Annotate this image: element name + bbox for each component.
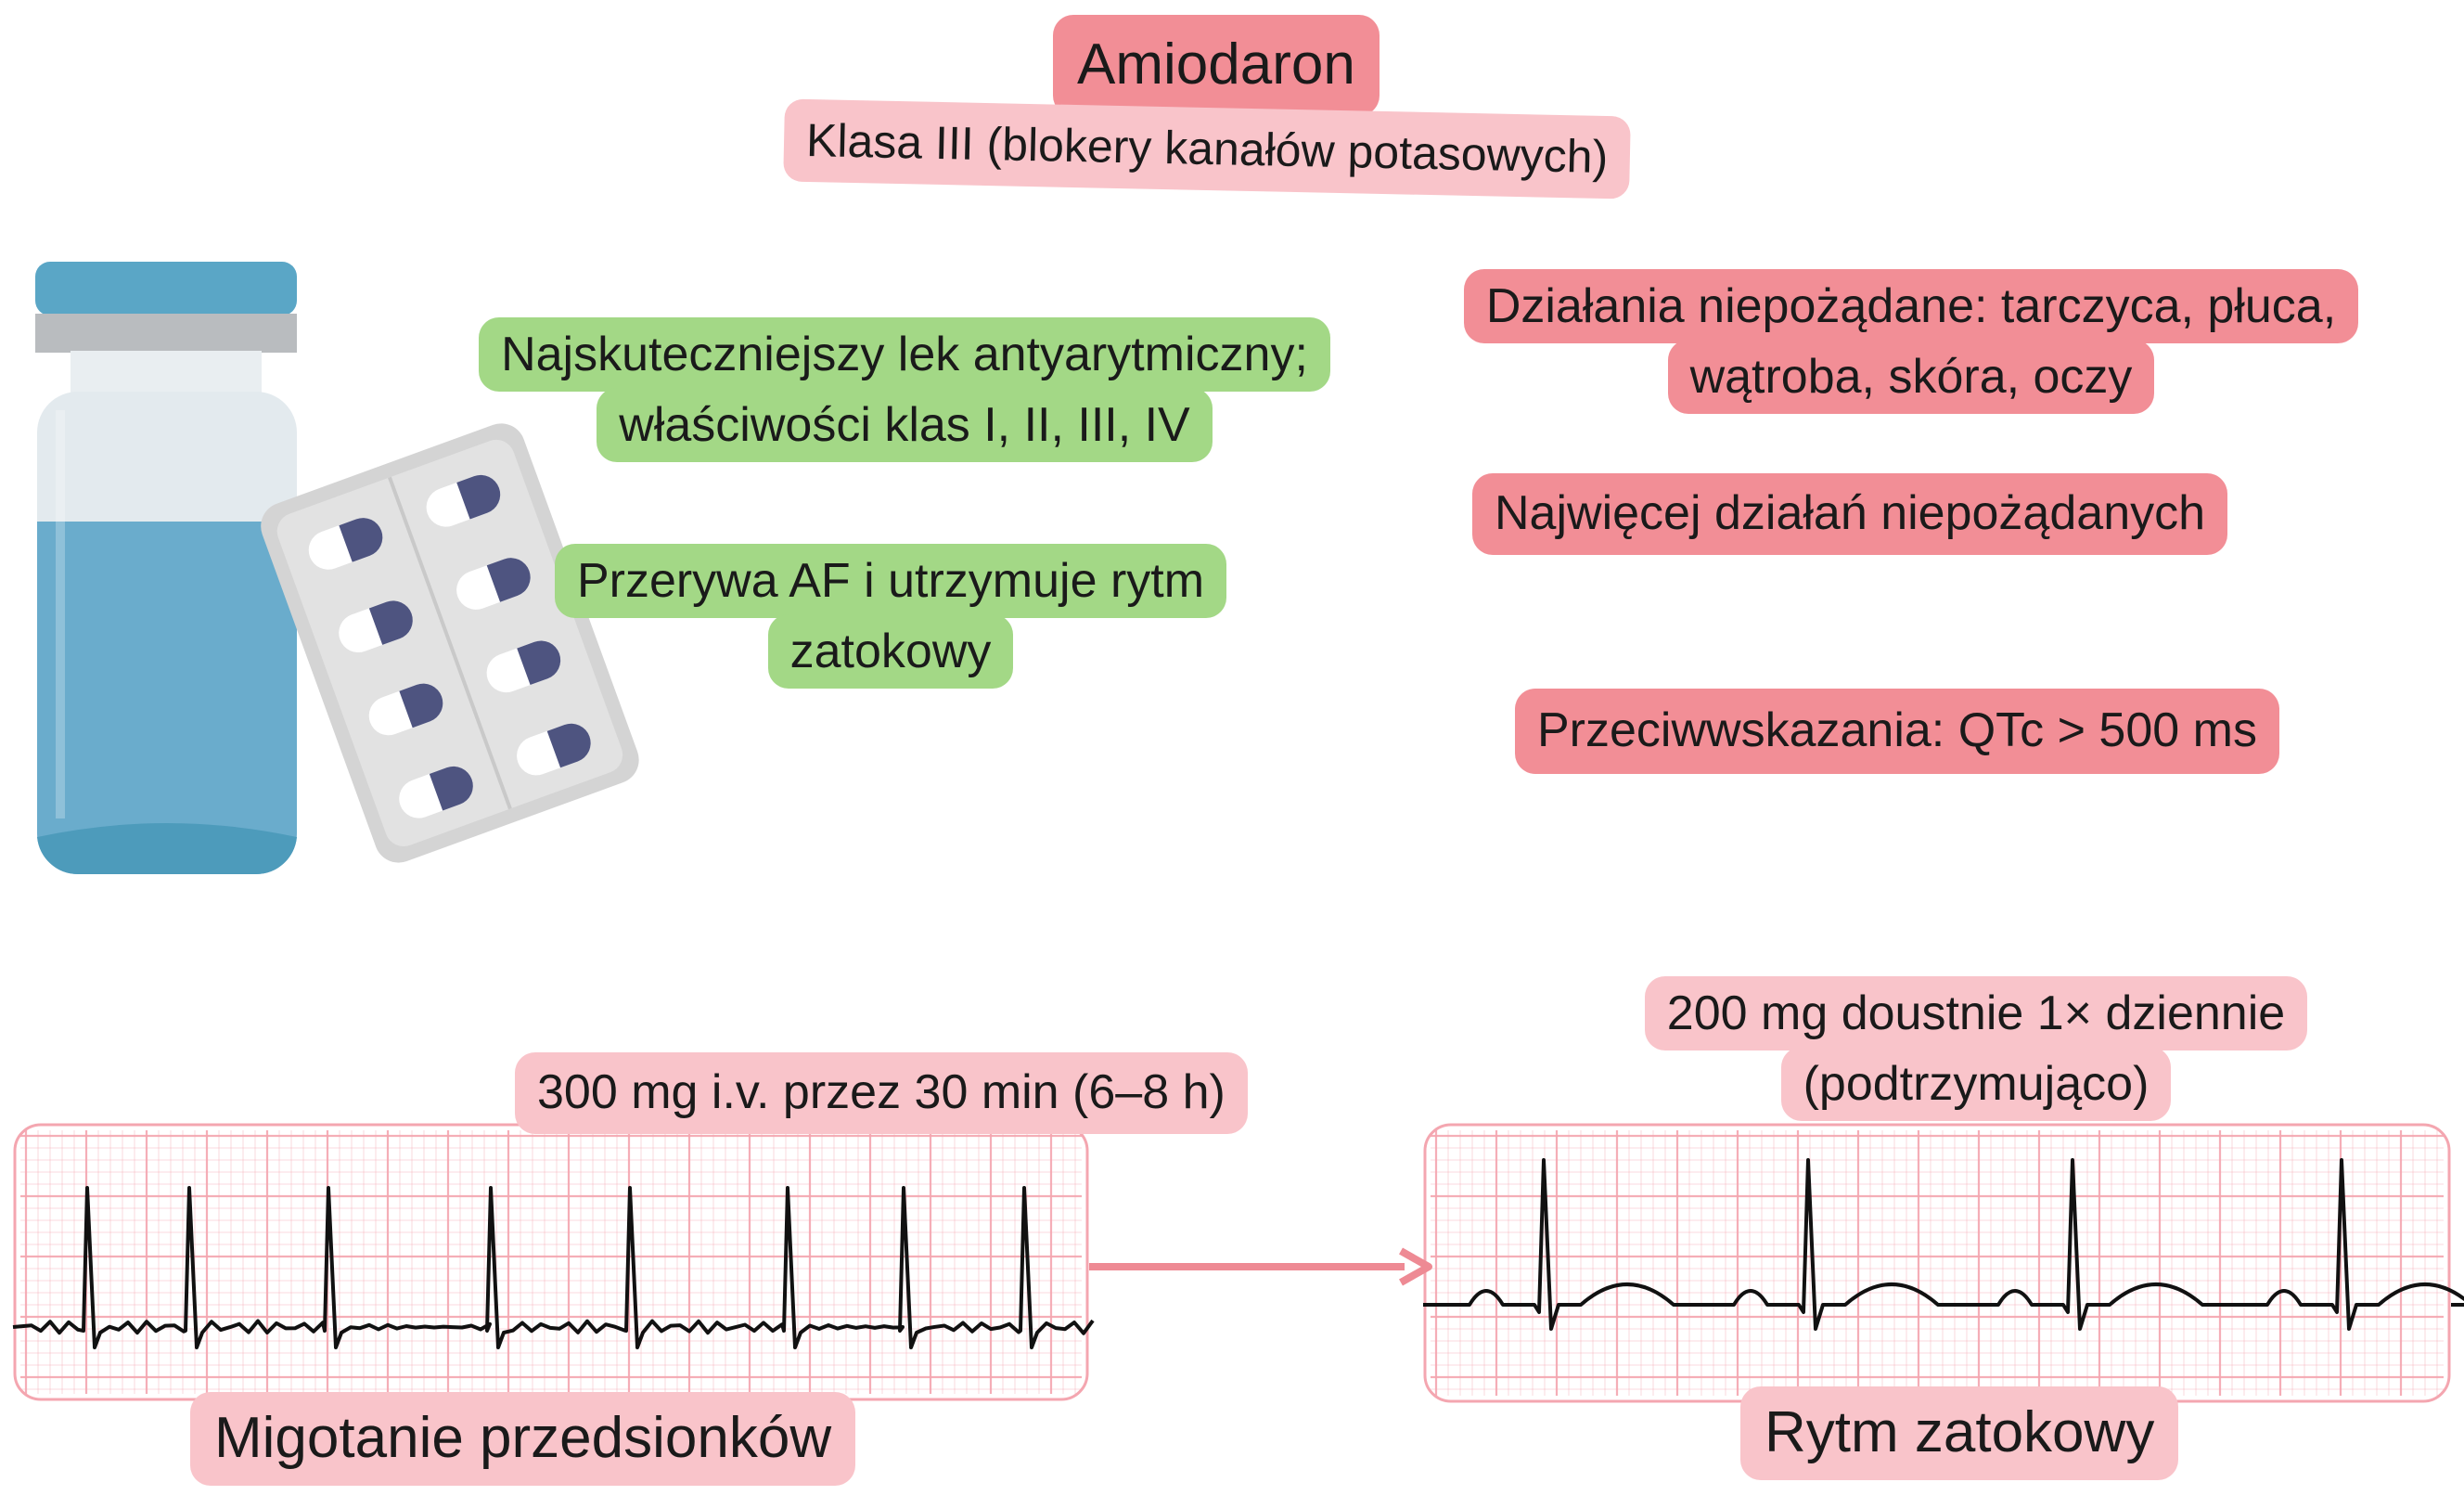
af-conversion-note: Przerywa AF i utrzymuje rytm zatokowy xyxy=(510,544,1271,689)
ecg-trace-sinus xyxy=(1423,1158,2464,1331)
ecg-strip-atrial-fibrillation xyxy=(12,1123,1095,1401)
af-conversion-note-line-1: Przerywa AF i utrzymuje rytm xyxy=(554,544,1227,618)
arrow-icon xyxy=(1089,1247,1432,1286)
iv-dose-label: 300 mg i.v. przez 30 min (6–8 h) xyxy=(515,1052,1248,1134)
af-conversion-note-line-2: zatokowy xyxy=(767,614,1014,689)
oral-dose-label: 200 mg doustnie 1× dziennie (podtrzymują… xyxy=(1577,976,2375,1121)
side-effects-line-1: Działania niepożądane: tarczyca, płuca, xyxy=(1463,269,2359,343)
ecg-trace-af xyxy=(12,1186,1095,1349)
side-effects-line-2: wątroba, skóra, oczy xyxy=(1667,340,2155,414)
oral-dose-line-1: 200 mg doustnie 1× dziennie xyxy=(1644,976,2308,1050)
efficacy-note-line-2: właściwości klas I, II, III, IV xyxy=(597,388,1213,462)
oral-dose-line-2: (podtrzymująco) xyxy=(1780,1047,2172,1121)
ecg-grid-frame xyxy=(13,1123,1089,1401)
drug-class-subtitle: Klasa III (blokery kanałów potasowych) xyxy=(783,98,1632,200)
efficacy-note: Najskuteczniejszy lek antyarytmiczny; wł… xyxy=(431,317,1378,462)
page-title: Amiodaron xyxy=(1053,15,1380,116)
efficacy-note-line-1: Najskuteczniejszy lek antyarytmiczny; xyxy=(479,317,1330,392)
ecg-strip-sinus-rhythm xyxy=(1423,1123,2464,1403)
sinus-rhythm-label: Rytm zatokowy xyxy=(1740,1386,2179,1480)
side-effects-note: Działania niepożądane: tarczyca, płuca, … xyxy=(1415,269,2407,414)
vial-icon xyxy=(35,262,297,875)
most-side-effects-note: Najwięcej działań niepożądanych xyxy=(1472,473,2228,555)
atrial-fibrillation-label: Migotanie przedsionków xyxy=(190,1392,856,1486)
ecg-grid-frame xyxy=(1423,1123,2451,1403)
contraindications-note: Przeciwwskazania: QTc > 500 ms xyxy=(1515,689,2279,774)
pill-blister-icon xyxy=(261,423,639,863)
